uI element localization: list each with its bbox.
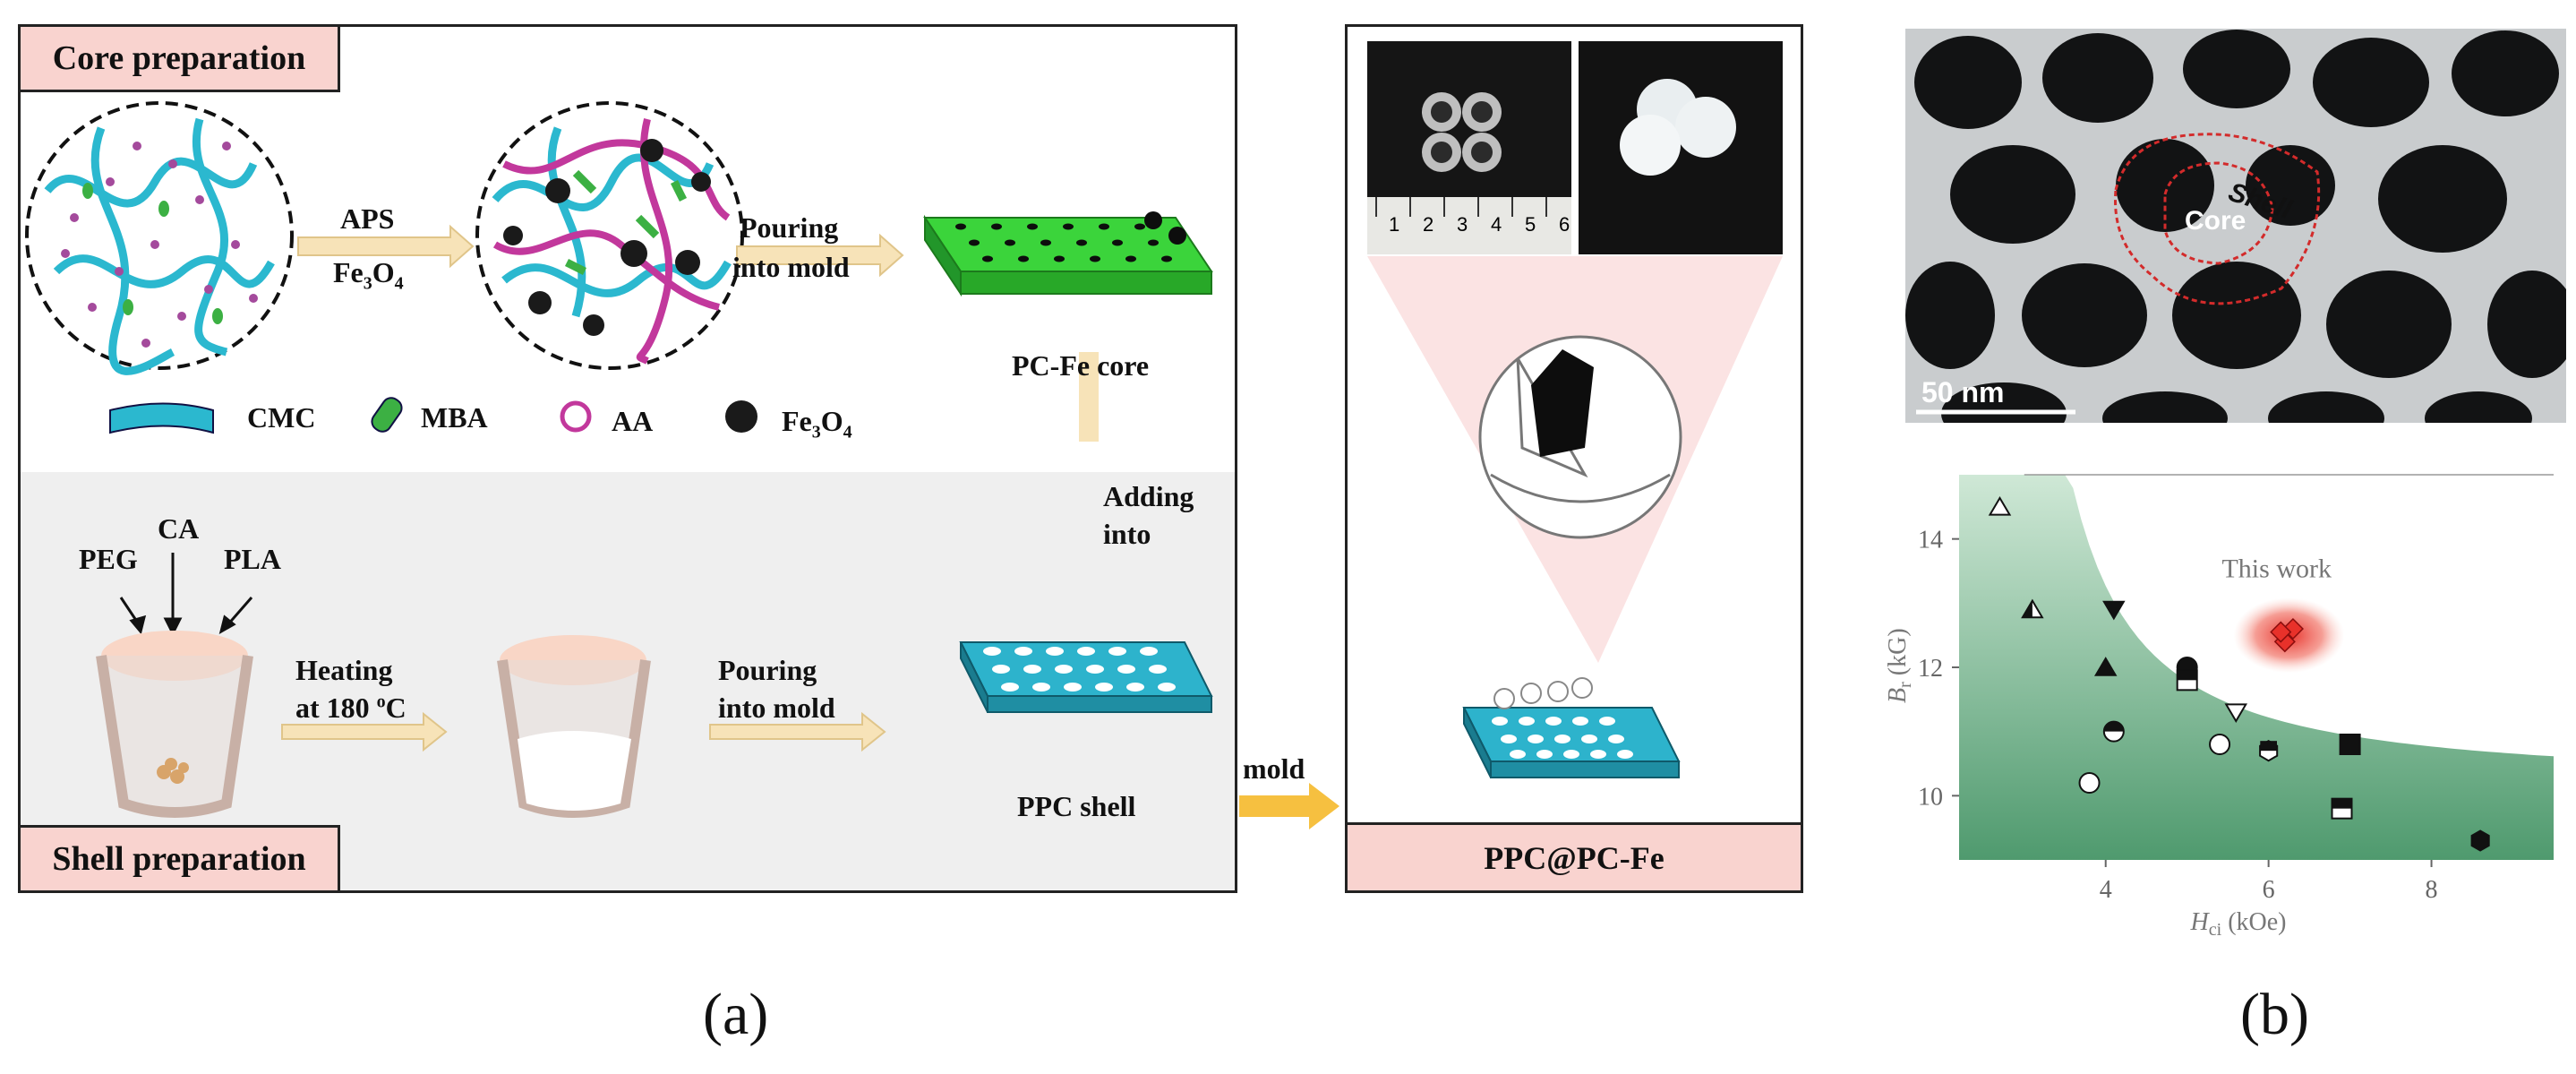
core-text: Core	[2185, 206, 2247, 236]
core-preparation-diagram	[25, 101, 1213, 442]
shell-preparation-diagram	[96, 553, 1213, 818]
y-axis-label: Br (kG)	[1884, 628, 1915, 703]
mold-text: mold	[1243, 752, 1305, 785]
data-point	[2078, 772, 2101, 794]
heating-arrow	[281, 711, 448, 752]
ppc-shell-text: PPC shell	[1017, 790, 1136, 822]
polymer-solution-circle	[25, 101, 294, 375]
data-point-half	[2177, 670, 2197, 681]
aps-text: APS	[340, 202, 395, 235]
green-core-mold	[923, 211, 1213, 297]
peg-text: PEG	[79, 543, 138, 575]
y-tick-label: 14	[1918, 527, 1943, 554]
ruler-tick-4: 4	[1491, 213, 1502, 236]
data-point	[2224, 703, 2248, 724]
filled-shell-mold	[1462, 677, 1681, 778]
x-tick-label: 4	[2100, 876, 2112, 904]
pouring-shell-arrow	[709, 711, 886, 752]
aps-arrow	[297, 224, 475, 269]
heating-text-2: at 180 oC	[295, 692, 407, 724]
heating-text-1: Heating	[295, 654, 393, 686]
fe3o4-legend-icon	[725, 400, 757, 433]
mold-arrow	[1239, 783, 1339, 829]
pla-text: PLA	[224, 543, 281, 575]
ruler	[1367, 197, 1571, 254]
pouring-shell-text-1: Pouring	[718, 654, 817, 686]
pouring-text-2: into mold	[732, 251, 850, 283]
data-point	[2339, 734, 2361, 755]
adding-text-1: Adding	[1103, 480, 1194, 512]
beaker-with-pellets	[96, 631, 253, 818]
ppc-pc-fe-label: PPC@PC-Fe	[1345, 822, 1803, 893]
blue-shell-mold	[959, 641, 1213, 713]
cmc-legend-icon	[109, 402, 214, 434]
data-point-half	[2022, 600, 2033, 618]
this-work-label: This work	[2221, 554, 2332, 584]
cut-sphere-schematic	[1478, 335, 1682, 539]
legend-fe3o4-text: Fe3O4	[782, 405, 852, 442]
ruler-tick-1: 1	[1389, 213, 1400, 236]
core-outline	[2163, 161, 2274, 265]
data-point	[2102, 600, 2126, 621]
white-spheres	[1620, 79, 1736, 176]
fe3o4-reagent-text: Fe3O4	[333, 256, 404, 294]
y-tick-label: 12	[1918, 655, 1943, 683]
shell-preparation-label: Shell preparation	[18, 825, 340, 893]
adding-text-2: into	[1103, 518, 1151, 550]
data-point	[1988, 495, 2012, 516]
legend-cmc-text: CMC	[247, 401, 316, 434]
component-arrows	[119, 553, 253, 637]
crosslinked-network-circle	[475, 101, 744, 370]
ruler-tick-5: 5	[1525, 213, 1536, 236]
legend-mba-text: MBA	[421, 401, 488, 434]
core-preparation-label: Core preparation	[18, 24, 340, 92]
tem-micrograph	[1905, 29, 2566, 423]
ruler-tick-3: 3	[1457, 213, 1468, 236]
pouring-shell-text-2: into mold	[718, 692, 835, 724]
data-point	[2093, 657, 2118, 676]
pc-fe-core-text: PC-Fe core	[1012, 349, 1150, 382]
legend-aa-text: AA	[612, 405, 654, 437]
data-point-half	[2260, 741, 2277, 752]
data-point	[2209, 734, 2231, 755]
scale-bar-text: 50 nm	[1921, 376, 2005, 408]
caption-b: (b)	[2240, 982, 2309, 1047]
x-tick-label: 8	[2426, 876, 2438, 904]
ca-text: CA	[158, 512, 200, 545]
performance-region	[1959, 475, 2554, 860]
data-point-half	[2332, 798, 2352, 809]
y-tick-label: 10	[1918, 783, 1943, 811]
x-tick-label: 6	[2263, 876, 2275, 904]
pouring-arrow	[736, 233, 904, 278]
beaker-with-melt	[497, 635, 651, 818]
core-spheres	[1422, 92, 1502, 172]
shell-photo	[1579, 41, 1783, 254]
mba-legend-icon	[371, 397, 403, 433]
aa-legend-icon	[560, 400, 592, 433]
ruler-tick-2: 2	[1423, 213, 1434, 236]
data-point	[2470, 829, 2490, 852]
pouring-text-1: Pouring	[740, 211, 839, 244]
product-diagram	[1367, 41, 1783, 778]
caption-a: (a)	[703, 982, 769, 1047]
x-axis-label: Hci (kOe)	[2190, 908, 2287, 940]
this-work-point	[2270, 621, 2292, 643]
ruler-tick-6: 6	[1559, 213, 1570, 236]
adding-arrow	[1079, 352, 1099, 442]
data-point-half	[2103, 721, 2124, 732]
shell-outline	[2114, 133, 2321, 305]
